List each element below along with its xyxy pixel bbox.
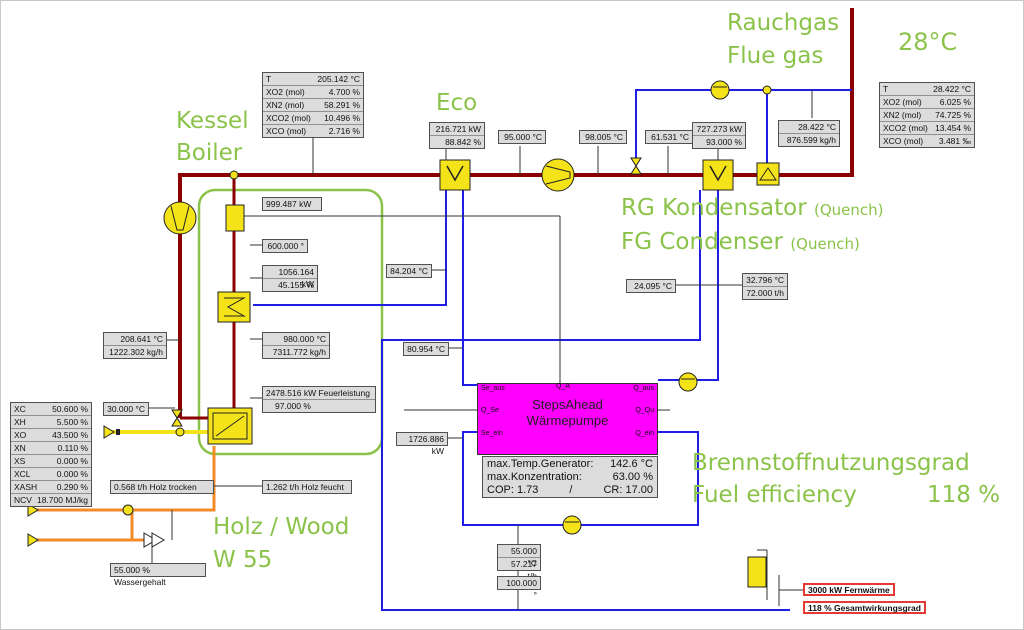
- label-fuel-efficiency-en: Fuel efficiency: [692, 482, 857, 508]
- air-valve[interactable]: [171, 409, 183, 427]
- port-q-ein: Q_ein: [635, 430, 654, 437]
- temp-24-readout[interactable]: 24.095 °C: [626, 279, 676, 293]
- wood-source-dry[interactable]: [27, 503, 39, 517]
- label-fg-condenser: FG Condenser (Quench): [621, 229, 860, 255]
- table-row: XCO (mol)2.716 %: [266, 126, 360, 136]
- temp-84-readout[interactable]: 84.204 °C: [386, 264, 432, 278]
- heat-pump-title: StepsAhead Wärmepumpe: [526, 397, 609, 428]
- district-flow-readout[interactable]: 55.000 °C 57.217 t/h: [497, 544, 541, 581]
- condenser-readout[interactable]: 727.273 kW 93.000 %: [692, 122, 746, 149]
- water-content-readout[interactable]: 55.000 % Wassergehalt: [110, 563, 206, 587]
- flue-gas-line: [178, 8, 854, 418]
- boiler-group-frame: [197, 188, 384, 456]
- label-eco: Eco: [436, 90, 478, 116]
- boiler-radiant-readout[interactable]: 999.487 kW: [262, 197, 322, 211]
- economizer[interactable]: [439, 159, 471, 191]
- flue-valve[interactable]: [630, 157, 642, 175]
- return-readout[interactable]: 32.796 °C 72.000 t/h: [742, 273, 788, 300]
- label-outlet-temp: 28°C: [898, 28, 958, 56]
- temp-95-readout[interactable]: 95.000 °C: [498, 130, 546, 144]
- heat-pump[interactable]: Se_aus Q_A Q_aus Q_Se Q_Qu Se_ein Q_ein …: [477, 383, 658, 455]
- table-row: XN2 (mol)58.291 %: [263, 99, 363, 112]
- label-w55: W 55: [213, 547, 273, 573]
- boiler-heat-exchanger[interactable]: [217, 291, 251, 323]
- table-row: XO2 (mol)6.025 %: [880, 96, 974, 109]
- junction-node: [762, 85, 772, 95]
- temp-80-readout[interactable]: 80.954 °C: [403, 342, 449, 356]
- table-row: XN2 (mol)74.725 %: [880, 109, 974, 122]
- air-temp-readout[interactable]: 30.000 °C: [103, 402, 149, 416]
- temp-98-readout[interactable]: 98.005 °C: [579, 130, 627, 144]
- air-source[interactable]: [103, 425, 115, 439]
- port-se-aus: Se_aus: [481, 385, 505, 392]
- heat-pump-info[interactable]: max.Temp.Generator:142.6 °C max.Konzentr…: [482, 456, 658, 498]
- eco-readout[interactable]: 216.721 kW 88.842 %: [429, 122, 485, 149]
- port-q-a: Q_A: [556, 383, 571, 390]
- label-boiler-de: Kessel: [176, 108, 249, 134]
- label-fuel-efficiency-de: Brennstoffnutzungsgrad: [692, 450, 970, 476]
- boiler-radiant-section[interactable]: [225, 204, 245, 232]
- flue-gas-condenser[interactable]: [702, 159, 734, 191]
- flue-gas-exit-readout[interactable]: 28.422 °C 876.599 kg/h: [778, 120, 840, 147]
- wood-dryer[interactable]: [143, 532, 165, 548]
- wood-source-water[interactable]: [27, 533, 39, 547]
- boiler-flow-readout[interactable]: 980.000 °C 7311.772 kg/h: [262, 332, 330, 359]
- wood-wet-readout[interactable]: 1.262 t/h Holz feucht: [262, 480, 352, 494]
- total-efficiency-output[interactable]: 118 % Gesamtwirkungsgrad: [803, 601, 926, 614]
- measurement-leaders: [149, 90, 813, 610]
- junction-node: [175, 427, 185, 437]
- boiler-radiant-temp[interactable]: 600.000 °: [262, 239, 308, 253]
- port-q-se: Q_Se: [481, 407, 499, 414]
- bypass-fan[interactable]: [163, 201, 197, 235]
- table-row: XCO2 (mol)13.454 %: [880, 122, 974, 135]
- quench-pump[interactable]: [710, 80, 730, 100]
- heat-pump-power-readout[interactable]: 1726.886 kW: [396, 432, 448, 456]
- temp-100-readout[interactable]: 100.000 °: [497, 576, 541, 600]
- district-heating-unit[interactable]: [747, 556, 767, 588]
- label-boiler-en: Boiler: [176, 140, 243, 166]
- port-q-qu: Q_Qu: [635, 407, 654, 414]
- furnace-readout[interactable]: 2478.516 kW Feuerleistung 97.000 %: [262, 386, 376, 413]
- table-row: XCO2 (mol)10.496 %: [263, 112, 363, 125]
- bypass-readout[interactable]: 208.641 °C 1222.302 kg/h: [103, 332, 167, 359]
- district-heating-output[interactable]: 3000 kW Fernwärme: [803, 583, 895, 596]
- table-row: XO2 (mol)4.700 %: [263, 86, 363, 99]
- flue-gas-fan[interactable]: [541, 158, 575, 192]
- boiler-hx-readout[interactable]: 1056.164 kW 45.155 %: [262, 265, 318, 292]
- label-rg-condenser: RG Kondensator (Quench): [621, 195, 884, 221]
- condenser-pump[interactable]: [678, 372, 698, 392]
- table-row: XCO (mol)3.481 ‰: [883, 136, 971, 146]
- label-flue-gas-de: Rauchgas: [727, 10, 840, 36]
- label-flue-gas-en: Flue gas: [727, 43, 824, 69]
- junction-node: [229, 170, 239, 180]
- temp-61-readout[interactable]: 61.531 °C: [645, 130, 693, 144]
- district-pump[interactable]: [562, 515, 582, 535]
- port-q-aus: Q_aus: [633, 385, 654, 392]
- furnace[interactable]: [207, 407, 253, 445]
- quench[interactable]: [756, 162, 780, 186]
- label-fuel-efficiency-value: 118 %: [927, 482, 1001, 508]
- air-inlet-marker: [116, 429, 120, 435]
- port-se-ein: Se_ein: [481, 430, 503, 437]
- junction-node: [122, 504, 134, 516]
- label-wood: Holz / Wood: [213, 514, 350, 540]
- wood-dry-readout[interactable]: 0.568 t/h Holz trocken: [110, 480, 214, 494]
